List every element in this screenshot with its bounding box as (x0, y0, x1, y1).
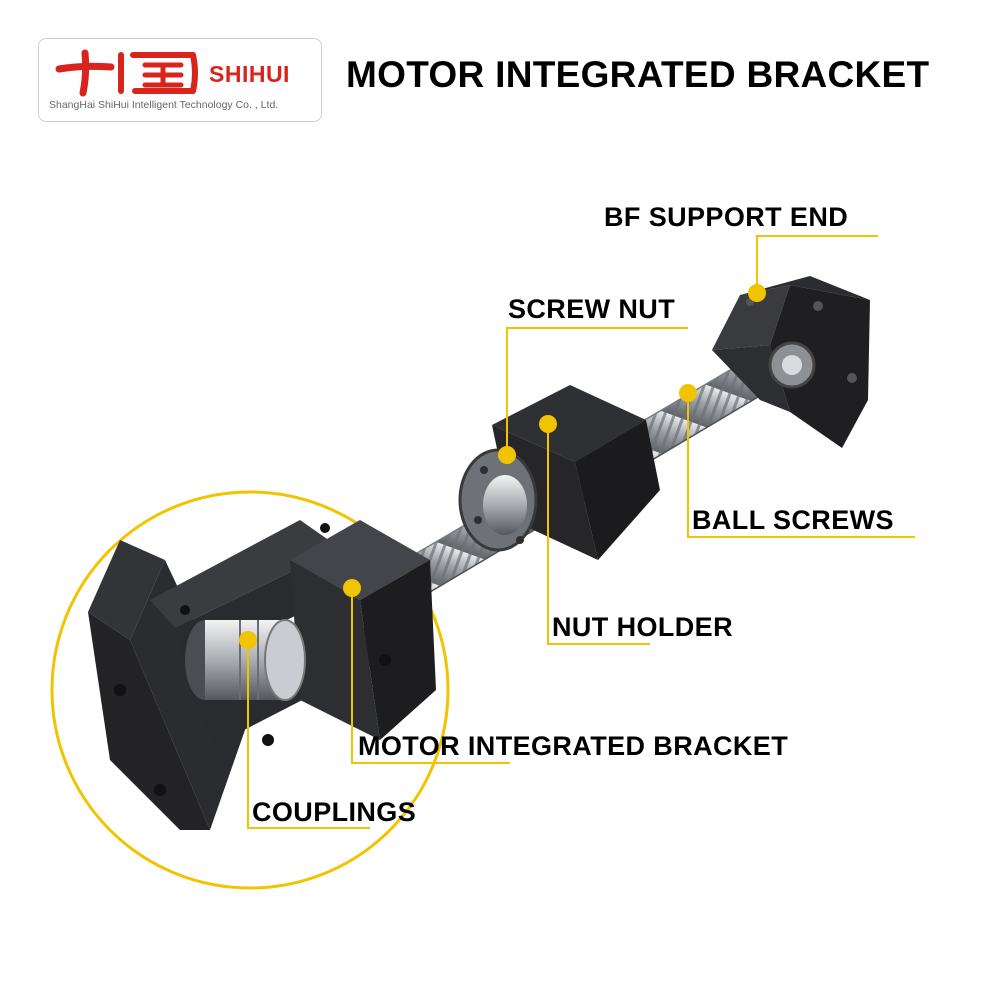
company-logo: SHIHUI ShangHai ShiHui Intelligent Techn… (38, 38, 322, 122)
logo-subtitle: ShangHai ShiHui Intelligent Technology C… (49, 99, 279, 111)
label-bf-support-end: BF SUPPORT END (604, 202, 849, 232)
label-couplings: COUPLINGS (252, 797, 417, 827)
callout-leaders (247, 235, 915, 829)
logo-brand: SHIHUI (209, 61, 290, 87)
label-screw-nut: SCREW NUT (508, 294, 676, 324)
page-title: MOTOR INTEGRATED BRACKET (346, 54, 930, 95)
callout-dots (239, 284, 766, 649)
label-ball-screws: BALL SCREWS (692, 505, 894, 535)
label-nut-holder: NUT HOLDER (552, 612, 733, 642)
motor-bracket-block (88, 520, 436, 830)
shihui-logo-icon (55, 49, 198, 97)
highlight-circle (50, 490, 450, 890)
bf-support-end-block (712, 276, 870, 448)
coupling-part (185, 619, 306, 701)
nut-holder-block (458, 385, 660, 560)
label-motor-integrated-bracket: MOTOR INTEGRATED BRACKET (358, 731, 789, 761)
